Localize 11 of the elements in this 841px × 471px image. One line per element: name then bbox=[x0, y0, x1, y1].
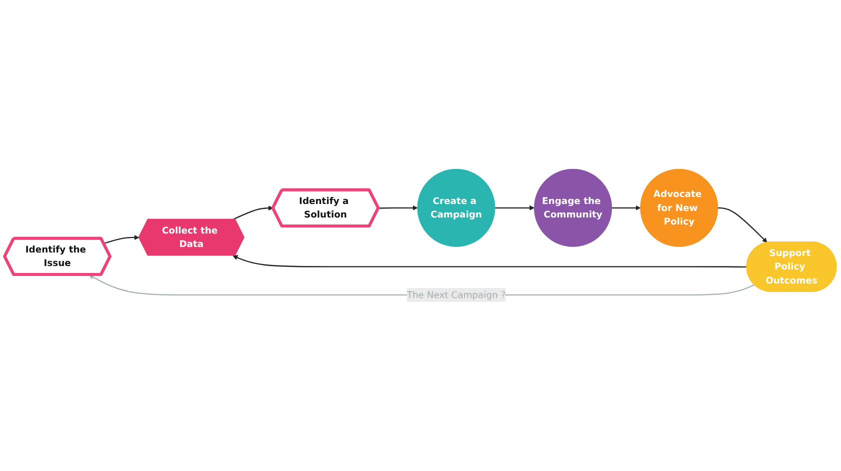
node-circle: Advocate for New Policy bbox=[640, 168, 718, 247]
arrow bbox=[232, 255, 747, 268]
arrow bbox=[104, 234, 140, 244]
arrow bbox=[612, 205, 641, 210]
node-circle: Engage the Community bbox=[534, 168, 612, 247]
arrow bbox=[494, 205, 534, 210]
node-circle: Create a Campaign bbox=[417, 168, 496, 247]
arrow bbox=[378, 205, 418, 210]
arrow bbox=[718, 207, 768, 243]
arrow bbox=[232, 206, 274, 220]
edge-label: The Next Campaign ? bbox=[406, 289, 506, 300]
